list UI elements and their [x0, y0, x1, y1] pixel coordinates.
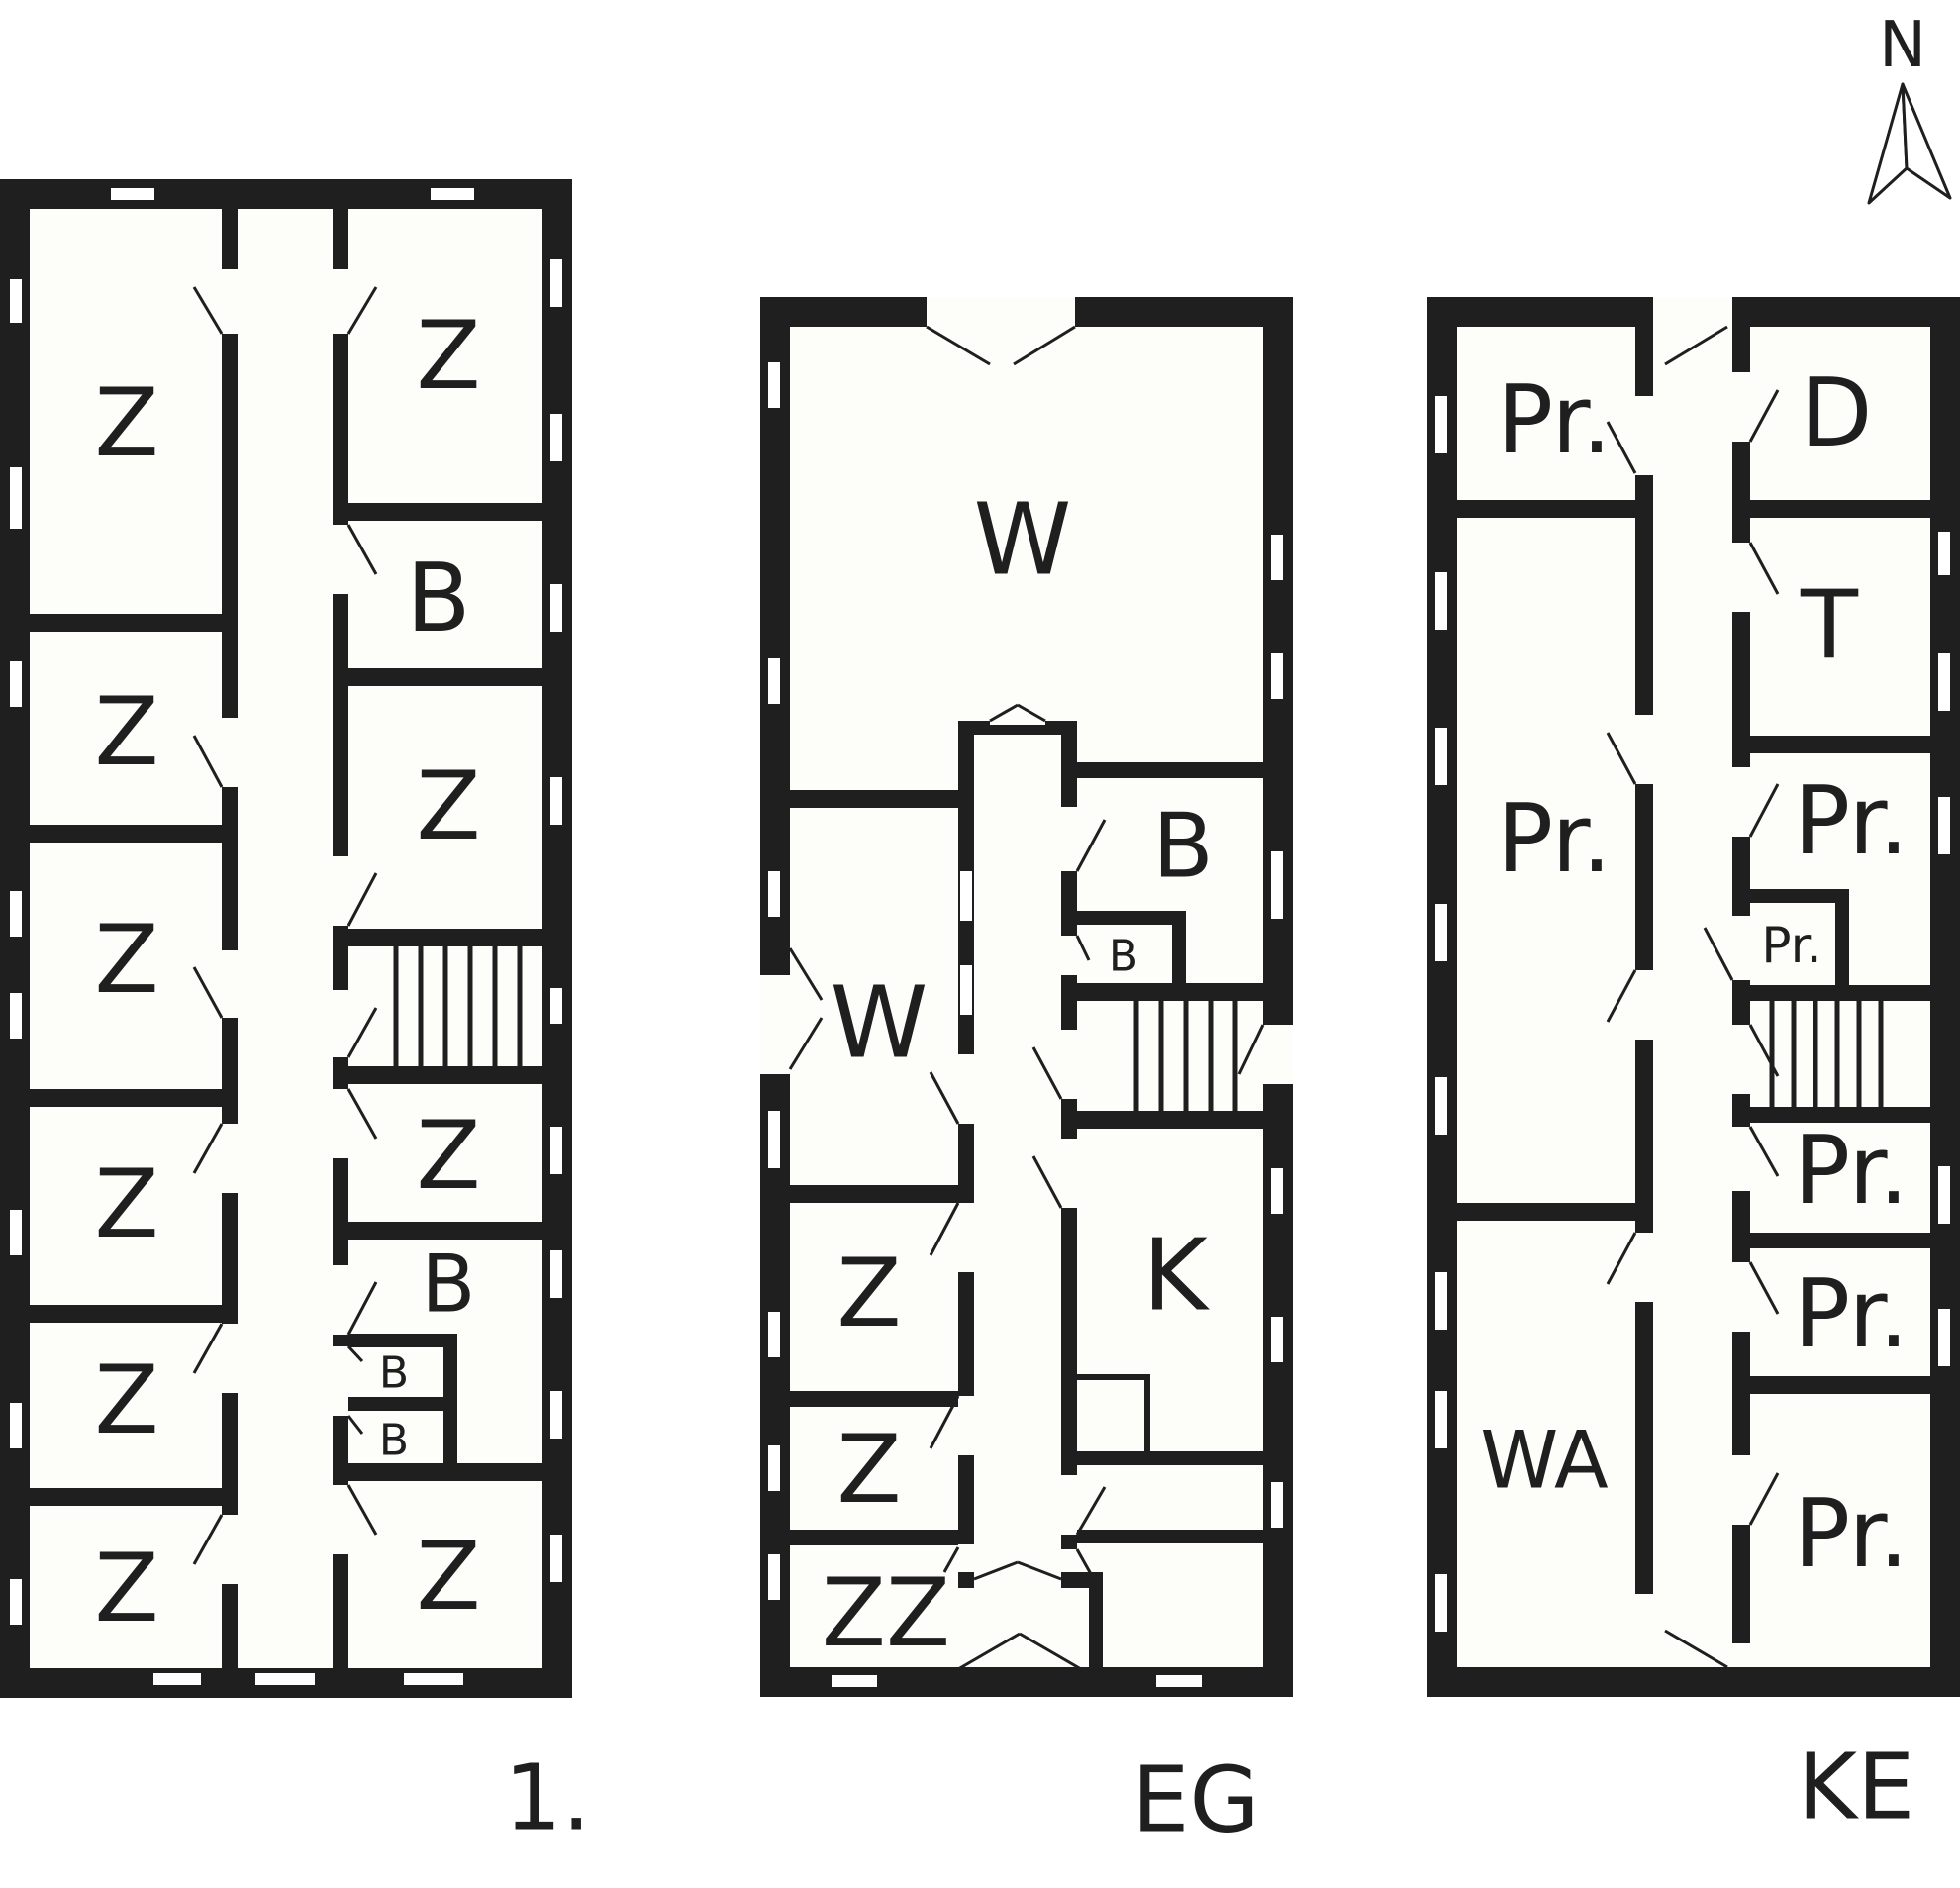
room-label: Z [836, 1416, 901, 1525]
staircase [1769, 1001, 1884, 1107]
room-label: Pr. [1497, 366, 1612, 475]
room-label: Pr. [1794, 1117, 1909, 1226]
floor-plan-eg: W B B W K Z Z ZZ EG [760, 297, 1293, 1853]
room-label: B [406, 545, 470, 653]
room-label: Z [94, 369, 158, 478]
room-label: WA [1480, 1415, 1609, 1507]
room-label: W [974, 482, 1072, 598]
floor-plan-1: Z Z B Z Z Z Z Z Z B B B Z Z 1. [0, 179, 591, 1851]
windows [10, 188, 562, 1685]
room-label: B [1152, 795, 1214, 899]
doors [1606, 297, 1780, 1669]
room-label: Z [416, 302, 480, 411]
doors [760, 297, 1293, 1671]
floor-label: KE [1798, 1735, 1914, 1840]
floor-plan-ke: Pr. D T Pr. Pr. Pr. Pr. Pr. WA Pr. KE [1427, 297, 1960, 1840]
room-labels: W B B W K Z Z ZZ [822, 482, 1214, 1669]
windows [768, 362, 1283, 1687]
room-label: T [1800, 571, 1859, 680]
room-label: B [379, 1348, 409, 1399]
room-label: Z [94, 1346, 158, 1455]
room-label: Z [416, 752, 480, 861]
room-label: Z [94, 678, 158, 787]
room-label: ZZ [822, 1559, 950, 1668]
room-labels: Z Z B Z Z Z Z Z Z B B B Z Z [94, 302, 480, 1643]
room-label: B [379, 1416, 409, 1466]
room-label: D [1800, 359, 1872, 468]
room-label: Z [94, 1535, 158, 1643]
room-label: Z [94, 906, 158, 1015]
room-label: Z [94, 1150, 158, 1259]
room-label: Z [416, 1102, 480, 1211]
staircase [393, 946, 523, 1066]
room-label: B [422, 1239, 476, 1331]
staircase [1133, 1001, 1238, 1111]
room-label: W [831, 965, 929, 1081]
room-label: Pr. [1794, 1480, 1909, 1589]
room-label: Pr. [1794, 767, 1909, 876]
room-label: Pr. [1794, 1260, 1909, 1369]
doors [192, 269, 378, 1584]
room-label: Pr. [1497, 785, 1612, 894]
windows [1435, 396, 1950, 1632]
room-label: Z [416, 1523, 480, 1632]
compass: N [1867, 9, 1952, 205]
room-labels: Pr. D T Pr. Pr. Pr. Pr. Pr. WA Pr. [1480, 359, 1909, 1589]
north-arrow-icon [1867, 82, 1952, 205]
floor-label: 1. [504, 1745, 591, 1851]
room-label: Pr. [1761, 917, 1821, 974]
room-label: B [1109, 932, 1138, 982]
room-label: Z [836, 1240, 901, 1348]
room-label: K [1142, 1218, 1210, 1334]
compass-north-label: N [1879, 9, 1926, 82]
floor-label: EG [1131, 1747, 1259, 1853]
